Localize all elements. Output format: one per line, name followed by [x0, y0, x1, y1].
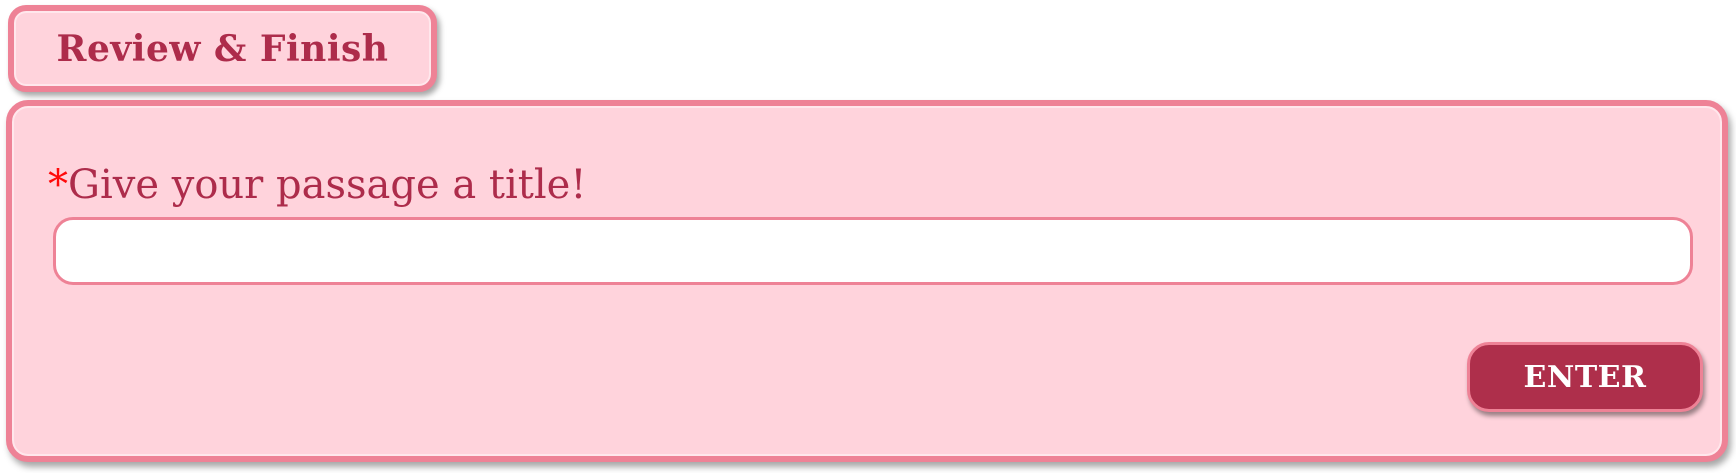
tab-title: Review & Finish: [56, 27, 389, 70]
passage-title-label-text: Give your passage a title!: [68, 162, 587, 208]
required-asterisk: *: [48, 162, 68, 208]
passage-title-input[interactable]: [53, 217, 1693, 285]
review-finish-tab[interactable]: Review & Finish: [8, 5, 437, 92]
review-finish-panel: *Give your passage a title! ENTER: [6, 100, 1728, 462]
passage-title-label: *Give your passage a title!: [48, 162, 586, 208]
enter-button[interactable]: ENTER: [1467, 342, 1703, 412]
